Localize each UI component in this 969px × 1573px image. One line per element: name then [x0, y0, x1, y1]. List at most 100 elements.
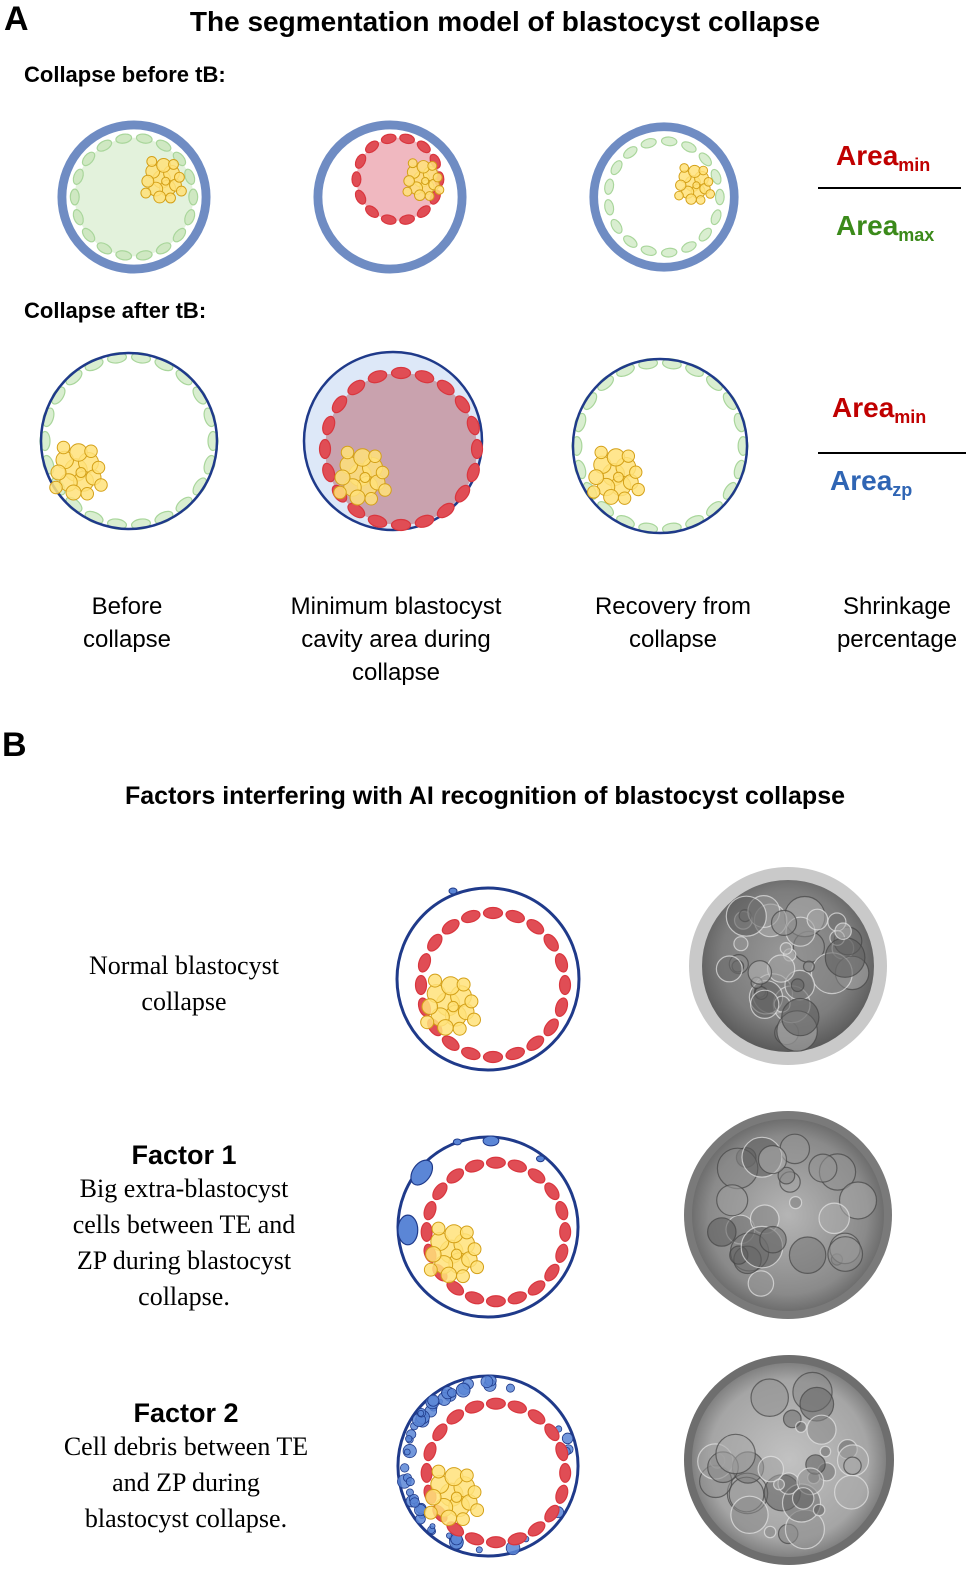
debris-particle [506, 1383, 515, 1393]
trophectoderm-cell [544, 1423, 560, 1442]
blastocyst-cavity [69, 133, 199, 261]
icm-cell [161, 176, 171, 186]
trophectoderm-cell [184, 209, 196, 226]
trophectoderm-cell [464, 1159, 485, 1173]
texture-blob [730, 1495, 769, 1534]
texture-blob [806, 1414, 837, 1445]
trophectoderm-cell [72, 209, 84, 226]
trophectoderm-cell [660, 136, 678, 147]
texture-blob [757, 1455, 785, 1483]
trophectoderm-cell [482, 1050, 504, 1064]
trophectoderm-cell [660, 247, 678, 258]
trophectoderm-cell [681, 141, 697, 153]
trophectoderm-cell [640, 245, 657, 256]
icm-cell [459, 1225, 474, 1240]
trophectoderm-cell [507, 1532, 527, 1546]
texture-blob [812, 1503, 826, 1517]
icm-cell [403, 175, 415, 187]
trophectoderm-cell [188, 188, 199, 206]
trophectoderm-cell [155, 242, 172, 255]
trophectoderm-cell [505, 909, 525, 924]
icm-cell [359, 472, 371, 483]
caption-shrinkage: Shrinkage percentage [836, 593, 958, 654]
trophectoderm-cell [555, 1243, 569, 1264]
debris-particle [427, 1394, 440, 1407]
trophectoderm-cell [416, 205, 431, 218]
diagram-minimum-collapse-post-tb [302, 350, 484, 532]
trophectoderm-cell [420, 1462, 433, 1483]
texture-blob [777, 1166, 796, 1185]
icm-cell [629, 465, 643, 479]
trophectoderm-cell [427, 933, 443, 952]
trophectoderm-cell [623, 235, 638, 248]
texture-blob [834, 922, 852, 940]
trophectoderm-cell [441, 1035, 460, 1051]
trophectoderm-cell [526, 919, 545, 935]
trophectoderm-cell [710, 209, 722, 226]
trophectoderm-cell [354, 153, 367, 169]
trophectoderm-cell [454, 484, 471, 503]
trophectoderm-cell [507, 1159, 527, 1173]
icm-cell [402, 186, 413, 197]
normal-collapse-text: Normal blastocyst collapse [89, 951, 279, 1016]
diagram-recovery-post-tb [571, 357, 749, 535]
icm-cell [674, 190, 684, 201]
debris-particle [480, 1375, 494, 1389]
icm-cell [340, 445, 355, 460]
texture-blob [715, 1433, 756, 1475]
ratio1-denominator: Areamax [836, 210, 935, 245]
factor2-text: Cell debris between TE and ZP during bla… [63, 1432, 309, 1533]
icm-cell [431, 1464, 446, 1479]
trophectoderm-cell [698, 227, 712, 242]
trophectoderm-cell [432, 1423, 448, 1442]
texture-blob [833, 1474, 869, 1510]
icm-cell [141, 174, 155, 188]
trophectoderm-cell [399, 214, 415, 225]
icm-cell [675, 179, 687, 191]
small-debris [448, 887, 458, 895]
trophectoderm-cell [604, 199, 615, 216]
trophectoderm-cell [354, 189, 367, 205]
icm-cell [440, 1509, 458, 1527]
icm-cell [456, 1512, 470, 1527]
trophectoderm-cell [436, 502, 455, 519]
panel-a-letter: A [4, 0, 29, 38]
trophectoderm-cell [432, 1182, 448, 1201]
texture-blob [759, 1225, 787, 1254]
texture-blob [733, 936, 749, 952]
trophectoderm-cell [81, 151, 96, 167]
icm-cell [440, 1266, 458, 1284]
panel-b-letter: B [2, 726, 27, 764]
trophectoderm-cell [72, 168, 84, 185]
texture-blob [819, 1445, 832, 1458]
texture-blob [818, 1202, 850, 1235]
trophectoderm-cell [527, 1168, 546, 1184]
texture-blob [788, 1236, 827, 1275]
icm-cell [49, 480, 63, 495]
icm-cell [168, 158, 179, 170]
debris-particle [475, 1546, 483, 1554]
trophectoderm-cell [544, 1504, 560, 1523]
icm-cell [425, 1246, 442, 1263]
trophectoderm-cell [505, 1046, 525, 1061]
caption-recovery: Recovery from collapse [594, 593, 752, 654]
icm-cell [594, 445, 608, 460]
factor1-text: Big extra-blastocyst cells between TE an… [72, 1174, 296, 1311]
trophectoderm-cell [390, 518, 412, 532]
trophectoderm-cell [172, 227, 187, 243]
trophectoderm-cell [454, 395, 471, 414]
icm-cell [705, 189, 716, 199]
texture-blob [747, 1270, 775, 1297]
ratio2-denominator: Areazp [830, 465, 913, 500]
texture-blob [843, 1456, 862, 1476]
icm-cell [467, 1012, 481, 1027]
trophectoderm-cell [464, 1291, 485, 1305]
icm-cell [459, 1468, 474, 1483]
ratio2-divider [818, 452, 966, 454]
trophectoderm-cell [526, 1035, 545, 1051]
trophectoderm-cell [485, 1536, 506, 1549]
texture-blob [791, 1487, 815, 1510]
texture-blob [827, 1236, 864, 1272]
icm-cell [456, 1269, 470, 1284]
caption-minimum-cavity: Minimum blastocyst cavity area during co… [290, 593, 502, 687]
